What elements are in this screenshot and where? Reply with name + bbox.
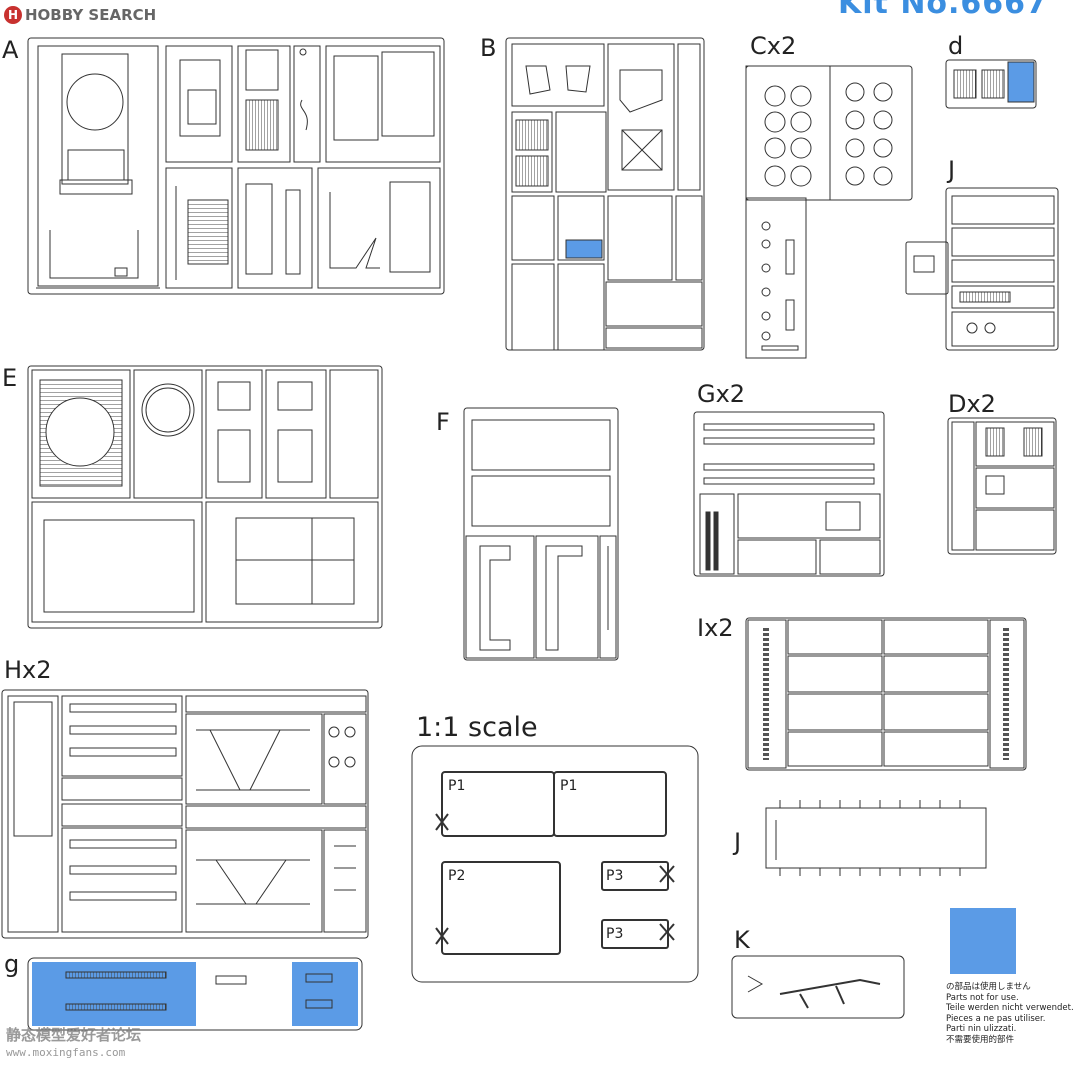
p3-bottom-label: P3 — [606, 926, 623, 942]
hobby-search-logo: H HOBBY SEARCH — [4, 4, 156, 26]
sprue-g-small — [27, 957, 363, 1031]
c-wheels — [764, 82, 893, 187]
cross-mark-icon — [435, 927, 449, 945]
sprue-g — [693, 411, 885, 577]
sprue-label-g-small: g — [4, 950, 20, 978]
sprue-j — [905, 187, 1059, 351]
sprue-c — [745, 65, 913, 359]
sprue-a — [27, 37, 445, 295]
sprue-i — [745, 617, 1027, 771]
sprue-label-h: Hx2 — [4, 656, 52, 684]
sprue-label-j-track: J — [734, 828, 742, 856]
sprue-d-small — [945, 59, 1037, 109]
part-p2 — [441, 861, 561, 955]
legend-line-cn: 不需要使用的部件 — [946, 1034, 1015, 1045]
sprue-label-c: Cx2 — [750, 32, 797, 60]
sprue-label-a: A — [2, 36, 19, 64]
sprue-label-e: E — [2, 364, 18, 392]
legend-line-de: Teile werden nicht verwendet. — [946, 1003, 1074, 1014]
sprue-label-d-small: d — [948, 32, 964, 60]
logo-badge-icon: H — [4, 6, 22, 24]
legend-line-fr: Pieces a ne pas utiliser. — [946, 1013, 1046, 1024]
legend-line-en: Parts not for use. — [946, 992, 1019, 1003]
cross-mark-icon — [435, 813, 449, 831]
scale-title: 1:1 scale — [416, 712, 538, 743]
not-used-legend: の部品は使用しません Parts not for use. Teile werd… — [946, 982, 1076, 1046]
kit-number: Kit No.6667 — [838, 0, 1048, 21]
sprue-f — [463, 407, 619, 661]
sprue-label-f: F — [436, 408, 450, 436]
watermark-cn: 静态模型爱好者论坛 — [6, 1026, 142, 1044]
sprue-h — [1, 689, 369, 939]
sprue-label-k: K — [734, 926, 750, 954]
p1-left-label: P1 — [448, 778, 465, 794]
p2-label: P2 — [448, 868, 465, 884]
watermark-url: www.moxingfans.com — [6, 1046, 126, 1059]
part-p1-right — [553, 771, 667, 837]
legend-line-jp: の部品は使用しません — [946, 982, 1031, 992]
sprue-dx2 — [947, 417, 1057, 555]
sprue-label-i: Ix2 — [697, 614, 734, 642]
sprue-label-d: Dx2 — [948, 390, 996, 418]
legend-line-it: Parti nin ulizzati. — [946, 1024, 1017, 1035]
sprue-label-j: J — [948, 156, 956, 184]
parts-not-used-b44 — [565, 239, 603, 259]
sprue-e — [27, 365, 383, 629]
p3-top-label: P3 — [606, 868, 623, 884]
sprue-label-g: Gx2 — [697, 380, 746, 408]
not-used-color-swatch — [950, 908, 1016, 974]
p1-right-label: P1 — [560, 778, 577, 794]
sprue-j-track — [765, 800, 987, 876]
sprue-label-b: B — [480, 34, 497, 62]
sprue-k — [731, 955, 905, 1019]
scale-panel — [411, 745, 699, 983]
logo-text: HOBBY SEARCH — [25, 6, 157, 24]
cross-mark-icon — [659, 865, 675, 883]
cross-mark-icon — [659, 923, 675, 941]
sprue-b — [505, 37, 705, 351]
